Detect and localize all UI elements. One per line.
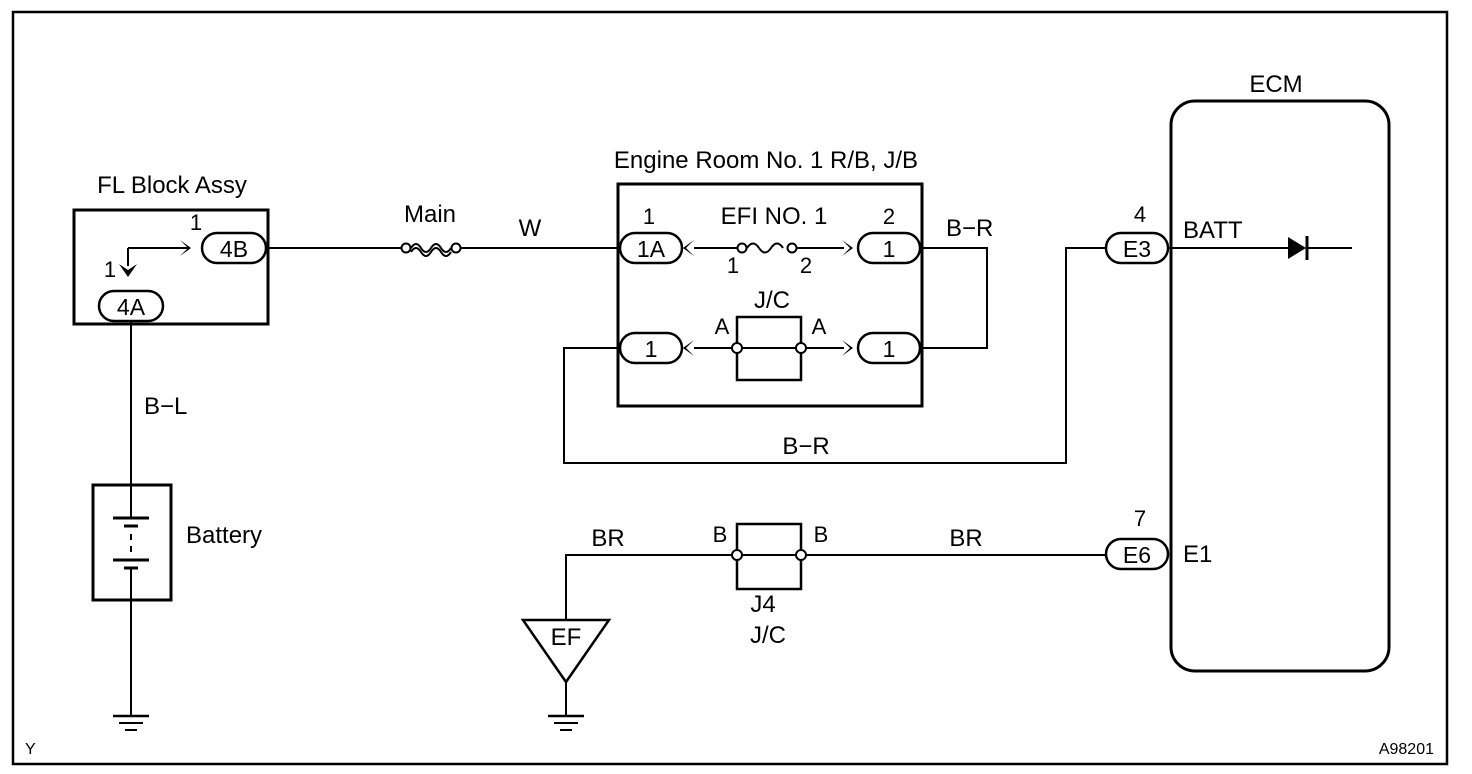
engine-room-1a-pin: 1 bbox=[643, 204, 655, 229]
engine-room-1a-terminal-arrow bbox=[683, 240, 694, 256]
j4-terminal-left bbox=[731, 549, 743, 561]
engine-room-bottom-left-terminal-arrow bbox=[683, 340, 694, 356]
ecm-connector-e3-label: E3 bbox=[1123, 236, 1151, 262]
battery: Battery bbox=[91, 483, 262, 602]
fl-4b-pin: 1 bbox=[190, 210, 202, 235]
wire-b-r-upper-label: B−R bbox=[946, 215, 993, 242]
wire-w-label: W bbox=[519, 215, 542, 242]
jc-label: J/C bbox=[754, 287, 790, 314]
ecm-box bbox=[1169, 99, 1391, 673]
efi-fuse-pin-right: 2 bbox=[800, 253, 812, 278]
fl-connector-4a bbox=[97, 289, 165, 323]
engine-room-connector-1a-label: 1A bbox=[637, 236, 666, 262]
ecm-e6-pin: 7 bbox=[1134, 506, 1146, 531]
battery-label: Battery bbox=[186, 522, 262, 549]
outer-frame bbox=[11, 10, 1449, 766]
fl-block-box bbox=[72, 208, 270, 326]
engine-room-connector-bottom-left-label: 1 bbox=[645, 336, 658, 362]
ecm: ECM 4 E3 BATT 7 E6 E1 bbox=[1104, 71, 1391, 673]
corner-mark-left: Y bbox=[25, 741, 36, 758]
engine-room-top-right-terminal-arrow bbox=[842, 240, 853, 256]
fl-4b-terminal-arrow bbox=[180, 240, 191, 256]
efi-fuse-pin-left: 1 bbox=[727, 253, 739, 278]
jc-pin-right: A bbox=[812, 314, 827, 339]
ground-icon bbox=[113, 714, 149, 731]
engine-room-top-right-pin: 2 bbox=[883, 204, 895, 229]
j4-terminal-right bbox=[795, 549, 807, 561]
wire-b-r-loop bbox=[920, 247, 988, 349]
main-fusible-link-icon bbox=[400, 242, 462, 257]
diode-icon bbox=[1288, 236, 1309, 260]
wire-b-r-lower-label: B−R bbox=[782, 433, 829, 460]
wire-br-right-label: BR bbox=[949, 525, 982, 552]
jc-terminal-right bbox=[795, 342, 807, 354]
efi-fuse-label: EFI NO. 1 bbox=[721, 203, 828, 230]
wire-br-left-label: BR bbox=[591, 525, 624, 552]
wire-b-l-label: B−L bbox=[144, 393, 187, 420]
fl-block-assy: FL Block Assy 1 4B 1 4A bbox=[72, 172, 270, 326]
ground-icon bbox=[548, 714, 584, 731]
ground-ef-label: EF bbox=[551, 624, 582, 651]
j4-name: J4 bbox=[750, 591, 775, 618]
ecm-e3-pin: 4 bbox=[1134, 202, 1146, 227]
wire-b-r-to-ecm bbox=[563, 247, 1108, 464]
engine-room-title: Engine Room No. 1 R/B, J/B bbox=[614, 147, 918, 174]
j4-junction-connector: B B J4 J/C bbox=[713, 522, 829, 649]
engine-room-connector-top-right-label: 1 bbox=[883, 236, 896, 262]
figure-id: A98201 bbox=[1379, 741, 1434, 758]
engine-room-bottom-right-terminal-arrow bbox=[842, 340, 853, 356]
ecm-title: ECM bbox=[1249, 71, 1302, 98]
engine-room-box bbox=[616, 182, 924, 408]
j4-type: J/C bbox=[750, 622, 786, 649]
engine-room-rb-jb: Engine Room No. 1 R/B, J/B 1 1A EFI NO. … bbox=[614, 147, 924, 408]
fl-block-title: FL Block Assy bbox=[97, 172, 247, 199]
jc-pin-left: A bbox=[715, 314, 730, 339]
fl-connector-4a-label: 4A bbox=[117, 294, 146, 320]
j4-box bbox=[735, 522, 803, 591]
jc-terminal-left bbox=[731, 342, 743, 354]
ground-point-ef: EF bbox=[520, 618, 612, 731]
main-fuse-label: Main bbox=[404, 201, 456, 228]
ecm-e1-label: E1 bbox=[1183, 541, 1212, 568]
wire-br-to-ground bbox=[565, 554, 732, 620]
efi-no1-fuse-icon bbox=[736, 242, 798, 254]
engine-room-connector-1a bbox=[618, 231, 684, 265]
fl-connector-4b-label: 4B bbox=[220, 236, 248, 262]
ecm-batt-label: BATT bbox=[1183, 217, 1243, 244]
j4-pin-right: B bbox=[814, 522, 829, 547]
engine-room-connector-bottom-right-label: 1 bbox=[883, 336, 896, 362]
fl-4a-terminal-arrow bbox=[119, 264, 137, 277]
ecm-connector-e6-label: E6 bbox=[1123, 542, 1151, 568]
fl-4a-pin: 1 bbox=[104, 257, 116, 282]
ground-ef-triangle bbox=[520, 618, 612, 685]
j4-pin-left: B bbox=[713, 522, 728, 547]
